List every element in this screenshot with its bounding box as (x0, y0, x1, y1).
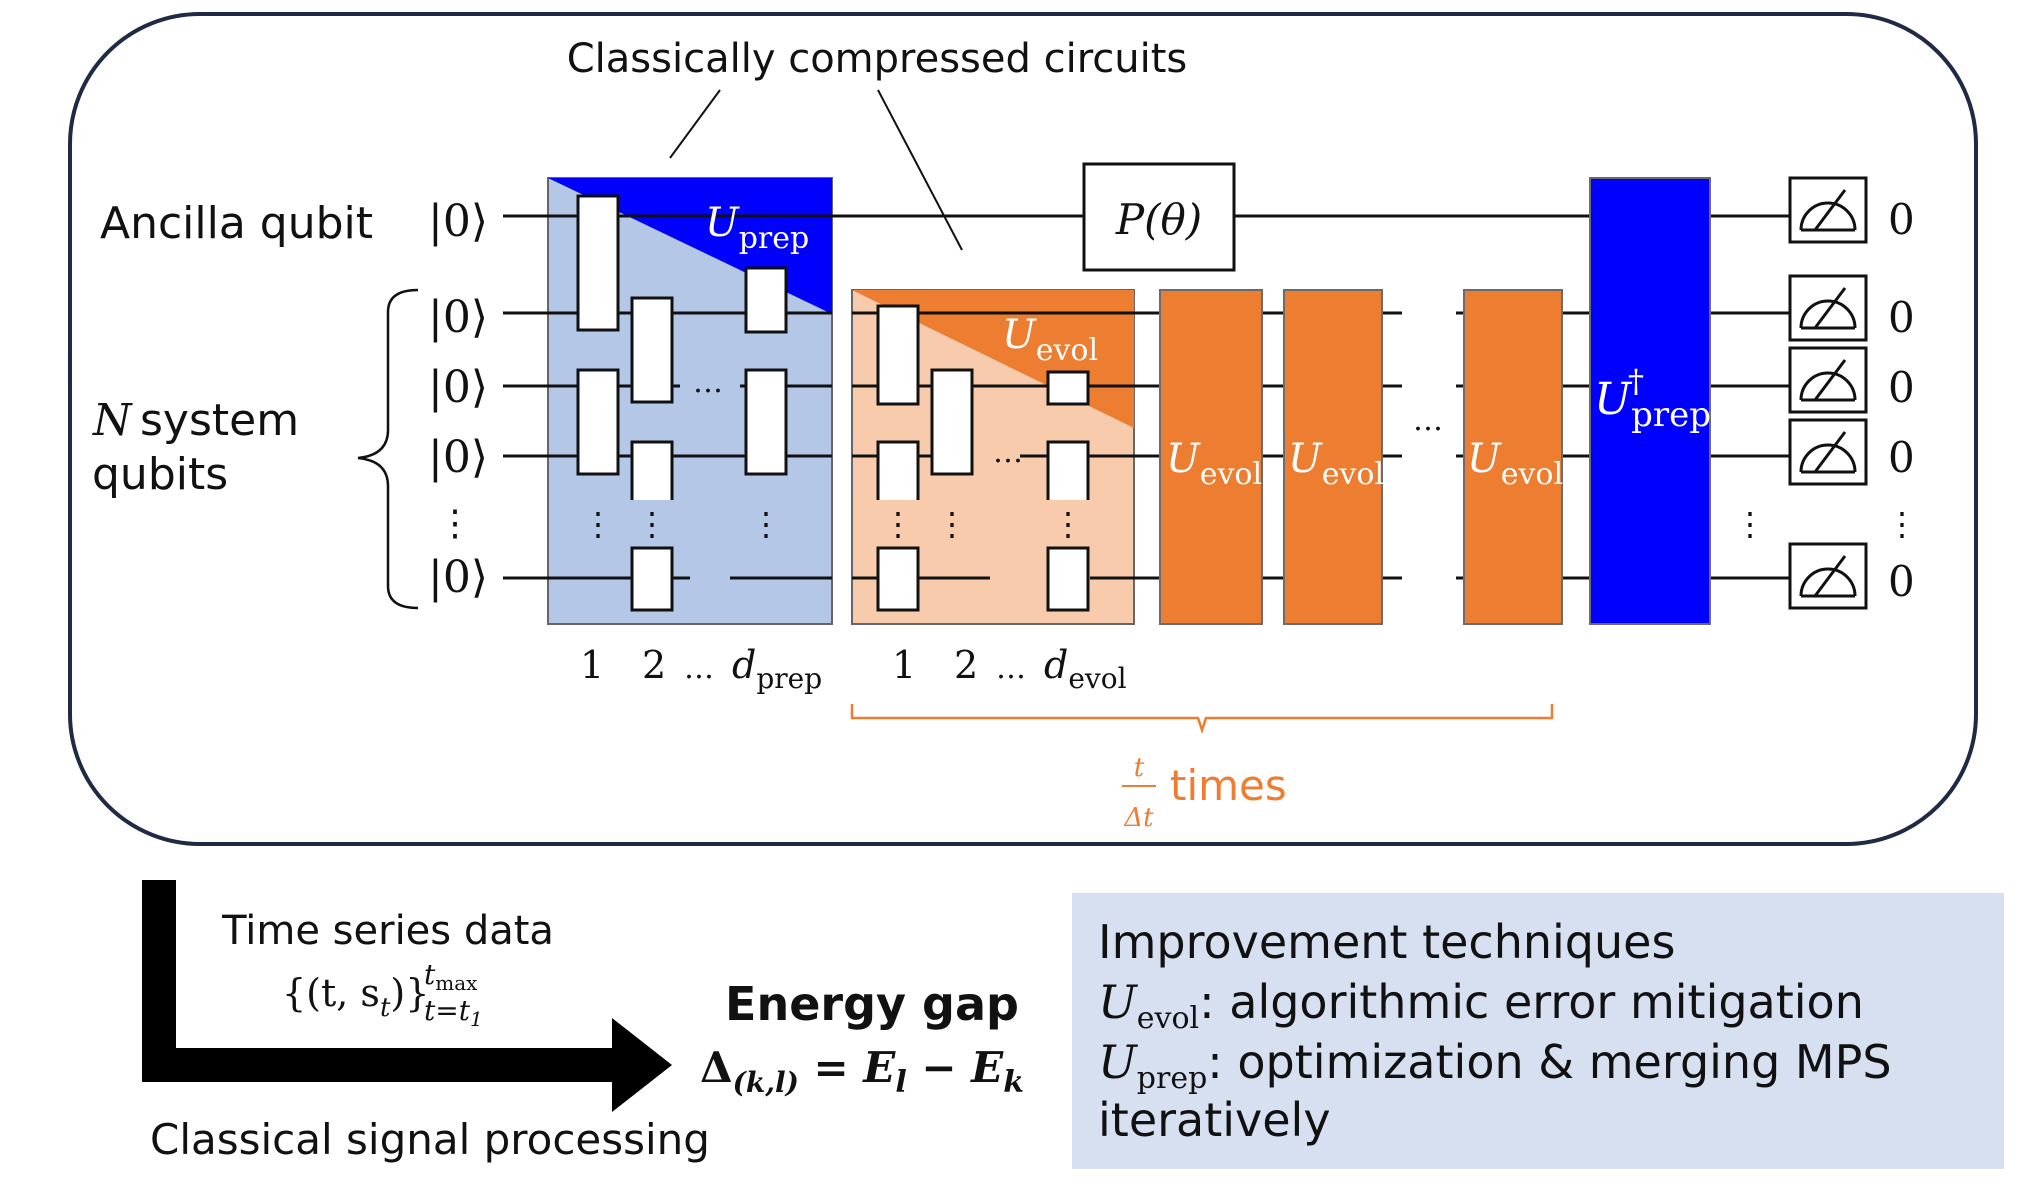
measurement-results: 0 0 0 0 ⋮ 0 (1886, 195, 1918, 606)
evol-u-label: Uevol (1002, 312, 1098, 368)
svg-text:⋮: ⋮ (582, 505, 614, 543)
uprep-symbol: U (1098, 1035, 1137, 1089)
evol-block-3-label: Uevol (1467, 436, 1563, 492)
svg-text:⋮: ⋮ (750, 505, 782, 543)
time-series-label: Time series data (221, 908, 554, 954)
times-label: times (1170, 761, 1287, 810)
time-series-set: {(t, st)} (282, 971, 429, 1023)
svg-text:1: 1 (580, 643, 604, 687)
evol-gate-gap (872, 500, 926, 520)
arrow-horizontal (142, 1048, 622, 1082)
meter-ancilla-icon (1788, 176, 1868, 244)
svg-text:…: … (996, 651, 1026, 686)
svg-text:0: 0 (1888, 433, 1915, 482)
meter-q3-icon (1788, 418, 1868, 486)
arrow-head (612, 1018, 672, 1112)
svg-text:2: 2 (954, 643, 978, 687)
measurement-meters (1788, 176, 1868, 610)
n-symbol: N (92, 395, 133, 446)
ket-qn: |0⟩ (428, 552, 488, 603)
improvement-title: Improvement techniques (1098, 915, 1676, 969)
uevol-symbol: U (1098, 975, 1137, 1029)
uevol-text: : algorithmic error mitigation (1199, 975, 1864, 1029)
qubits-label: qubits (92, 449, 228, 500)
frac-t: t (1134, 753, 1145, 783)
ket-ancilla: |0⟩ (428, 196, 488, 247)
evol-block-2-label: Uevol (1288, 436, 1384, 492)
svg-text:devol: devol (1044, 643, 1127, 695)
improvement-uprep-cont: iteratively (1098, 1093, 1331, 1147)
prep-vdots: ⋮ ⋮ ⋮ (582, 505, 782, 543)
evol-block-2 (1283, 289, 1383, 625)
evol-block-1-label: Uevol (1166, 436, 1262, 492)
p-theta-gate (1082, 162, 1236, 272)
energy-gap-formula: Δ(k,l) = El − Ek (700, 1043, 1024, 1100)
ancilla-label: Ancilla qubit (100, 198, 373, 249)
energy-gap-title: Energy gap (725, 977, 1019, 1031)
classical-processing-label: Classical signal processing (150, 1115, 710, 1164)
svg-text:…: … (684, 651, 714, 686)
improvement-uevol: Uevol: algorithmic error mitigation (1098, 979, 1864, 1034)
uprep-text: : optimization & merging MPS (1207, 1035, 1892, 1089)
prep-dagger-label: Uprep (1594, 374, 1711, 435)
uevol-sub: evol (1136, 1001, 1200, 1037)
pointer-line-right (877, 89, 963, 251)
svg-text:dprep: dprep (732, 643, 822, 695)
meter-q1-icon (1788, 274, 1868, 342)
svg-text:1: 1 (892, 643, 916, 687)
evol-vdots: ⋮ ⋮ ⋮ (882, 505, 1084, 543)
pointer-line-left (669, 89, 721, 159)
svg-text:0: 0 (1888, 195, 1915, 244)
meter-qn-icon (1788, 542, 1868, 610)
evol-gate-gap-2 (1042, 500, 1096, 520)
svg-text:0: 0 (1888, 363, 1915, 412)
prep-u-label: Uprep (705, 200, 809, 256)
improvement-uprep: Uprep: optimization & merging MPS (1098, 1039, 1892, 1094)
meter-q2-icon (1788, 346, 1868, 414)
evol-layer-labels: 1 2 … devol (892, 643, 1127, 695)
compressed-circuits-title: Classically compressed circuits (567, 36, 1188, 82)
svg-text:⋮: ⋮ (636, 505, 668, 543)
svg-text:⋮: ⋮ (1886, 505, 1918, 543)
system-brace (357, 288, 419, 610)
frac-dt: Δt (1123, 803, 1154, 833)
evol-hdots: … (993, 435, 1023, 470)
wire-vdots-right: ⋮ (1734, 505, 1766, 543)
time-series-upper: tmax (424, 958, 478, 995)
circuit-frame (68, 12, 1978, 846)
prep-dagger-block (1589, 177, 1711, 625)
prep-gates (576, 194, 788, 612)
prep-dagger-sup: † (1628, 362, 1644, 400)
p-theta-label: P(θ) (1115, 195, 1202, 244)
uprep-sub: prep (1136, 1061, 1208, 1097)
evol-block-3 (1463, 289, 1563, 625)
vdots-kets: ⋮ (437, 503, 473, 544)
arrow-vertical (142, 880, 176, 1080)
improvement-box: Improvement techniques Uevol: algorithmi… (1072, 893, 2004, 1169)
repeat-bracket (850, 704, 1554, 734)
ket-q2: |0⟩ (428, 362, 488, 413)
svg-text:⋮: ⋮ (1052, 505, 1084, 543)
ket-q1: |0⟩ (428, 292, 488, 343)
system-label: system (140, 395, 299, 446)
svg-text:⋮: ⋮ (936, 505, 968, 543)
evol-block-hdots: … (1413, 403, 1443, 438)
svg-text:⋮: ⋮ (882, 505, 914, 543)
prep-gate-gap (628, 500, 680, 520)
svg-text:2: 2 (642, 643, 666, 687)
time-series-lower: t=t1 (424, 994, 483, 1031)
svg-text:0: 0 (1888, 557, 1915, 606)
evol-gates (876, 304, 1090, 612)
prep-layer-labels: 1 2 … dprep (580, 643, 822, 695)
svg-text:0: 0 (1888, 293, 1915, 342)
ket-q3: |0⟩ (428, 432, 488, 483)
prep-hdots: … (693, 365, 723, 400)
evol-block-1 (1159, 289, 1263, 625)
